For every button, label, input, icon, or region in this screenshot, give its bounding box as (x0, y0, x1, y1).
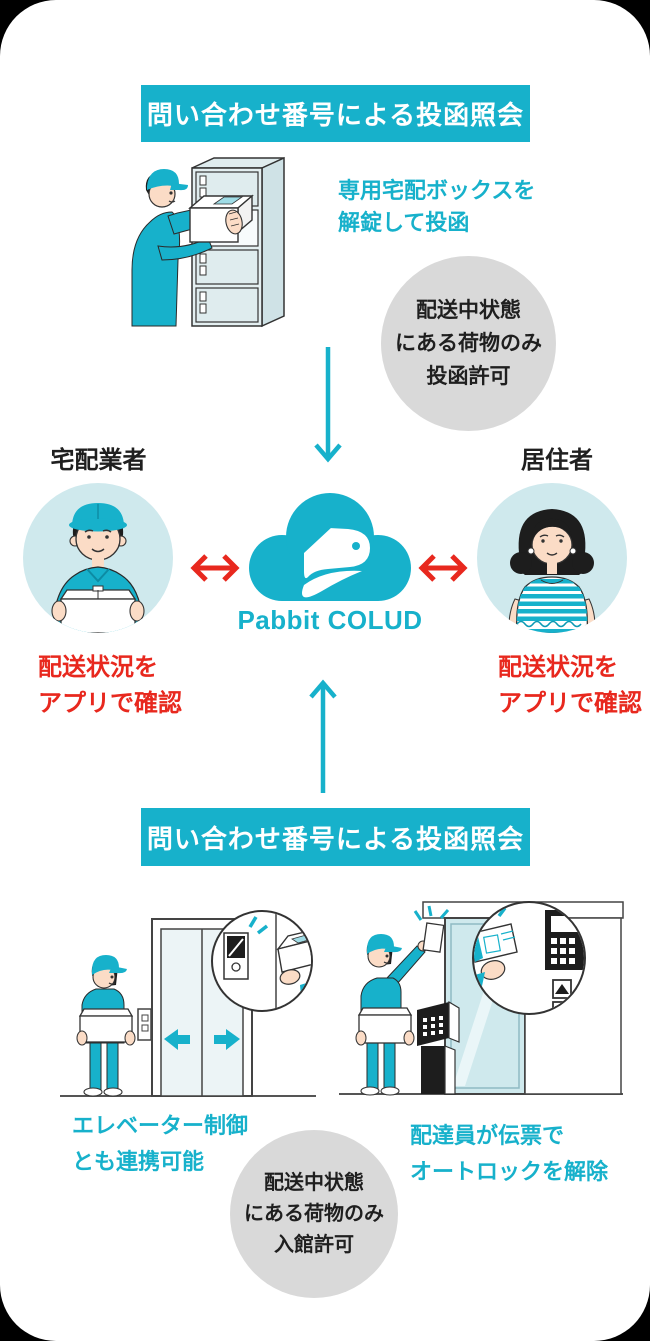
bird-face (302, 527, 370, 598)
resident-note-line2: アプリで確認 (498, 690, 642, 717)
locker-caption: 専用宅配ボックスを 解錠して投函 (338, 175, 535, 239)
banner-bottom: 問い合わせ番号による投函照会 (141, 808, 530, 866)
courier-note-line2: アプリで確認 (38, 690, 182, 717)
courier-figure (355, 905, 450, 1096)
note-bottom-line3: 入館許可 (274, 1233, 354, 1256)
elevator-caption-line1: エレベーター制御 (72, 1113, 249, 1138)
parcel-box (188, 194, 254, 243)
courier-note-line1: 配送状況を (38, 654, 158, 681)
autolock-caption: 配達員が伝票で オートロックを解除 (410, 1118, 608, 1190)
resident-avatar-art (508, 509, 596, 633)
call-button-panel (137, 1008, 152, 1041)
autolock-caption-line1: 配達員が伝票で (410, 1123, 565, 1148)
cloud-label: Pabbit COLUD (237, 605, 423, 635)
courier-avatar-art (51, 503, 145, 633)
sync-arrow-right-icon (418, 554, 468, 582)
keypad-inset (472, 901, 586, 1015)
elevator-caption: エレベーター制御 とも連携可能 (72, 1108, 248, 1180)
shirt-stripes (516, 579, 588, 633)
elevator-door (151, 918, 253, 1097)
note-bottom-line2: にある荷物のみ (244, 1202, 384, 1225)
resident-note-line1: 配送状況を (498, 654, 618, 681)
elevator-caption-line2: とも連携可能 (72, 1149, 205, 1174)
note-bottom-line1: 配送中状態 (264, 1171, 364, 1194)
banner-top: 問い合わせ番号による投函照会 (141, 85, 530, 142)
permission-note-bottom: 配送中状態 にある荷物のみ 入館許可 (230, 1130, 398, 1298)
sync-arrow-left-icon (190, 554, 240, 582)
permission-note-top: 配送中状態 にある荷物のみ 投函許可 (381, 256, 556, 431)
courier-note: 配送状況を アプリで確認 (38, 650, 182, 722)
entrance-illustration (339, 901, 624, 1096)
intercom-kiosk (417, 1000, 460, 1095)
courier-figure (76, 955, 136, 1097)
resident-note: 配送状況を アプリで確認 (498, 650, 642, 722)
resident-avatar (477, 483, 627, 633)
pabbit-cloud-logo (249, 493, 411, 601)
courier-label: 宅配業者 (50, 447, 147, 474)
elevator-illustration (60, 910, 316, 1097)
delivery-locker-illustration (131, 156, 285, 328)
note-top-line1: 配送中状態 (416, 299, 521, 322)
resident-label: 居住者 (521, 447, 593, 474)
down-arrow-icon (314, 347, 342, 463)
locker-caption-line2: 解錠して投函 (338, 210, 470, 235)
locker-caption-line1: 専用宅配ボックスを (338, 178, 536, 203)
autolock-caption-line2: オートロックを解除 (410, 1159, 609, 1184)
courier-avatar (23, 483, 173, 633)
note-top-line2: にある荷物のみ (395, 332, 542, 355)
note-top-line3: 投函許可 (426, 365, 511, 388)
up-arrow-icon (309, 679, 337, 793)
sensor-inset (211, 910, 313, 1012)
